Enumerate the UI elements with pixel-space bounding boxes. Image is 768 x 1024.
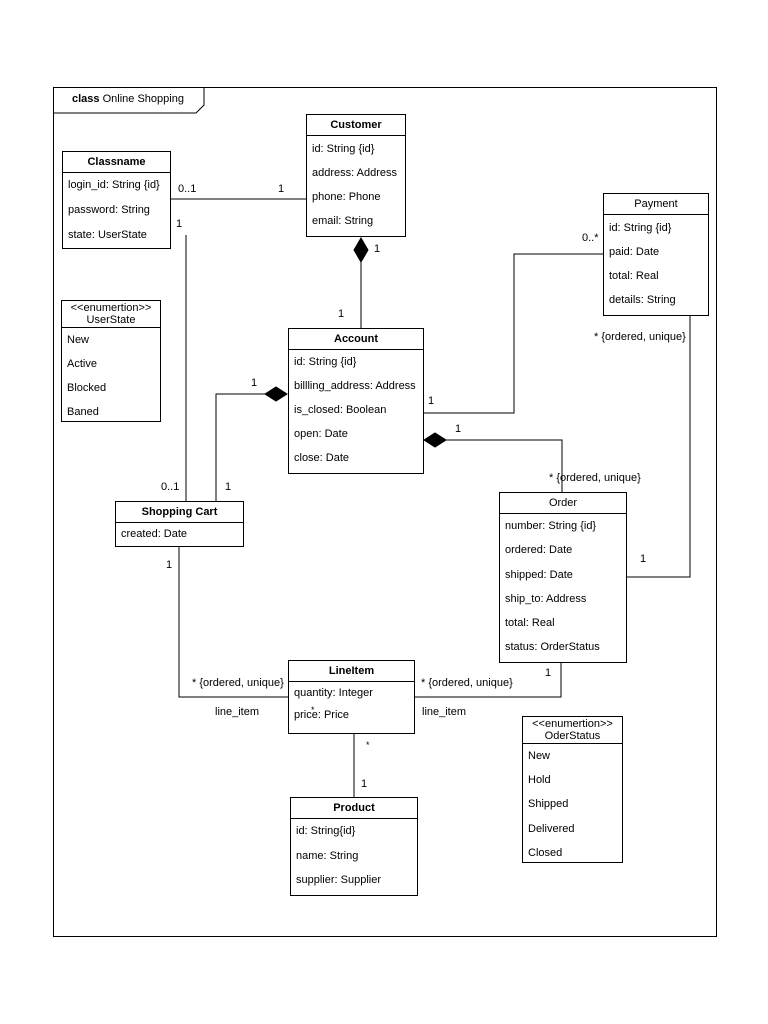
assoc-cart-lineitem bbox=[178, 547, 288, 698]
enum-value: Blocked bbox=[67, 382, 107, 394]
attribute: id: String {id} bbox=[294, 356, 357, 368]
multiplicity-label: 1 bbox=[225, 481, 232, 493]
enum-oderstatus[interactable]: <<enumertion>> OderStatus New Hold Shipp… bbox=[522, 716, 623, 863]
assoc-order-payment bbox=[626, 316, 691, 578]
class-shopping-cart[interactable]: Shopping Cart created: Date bbox=[115, 501, 244, 547]
attribute: phone: Phone bbox=[312, 191, 381, 203]
multiplicity-label: * {ordered, unique} bbox=[549, 472, 641, 484]
frame-name: Online Shopping bbox=[102, 93, 184, 105]
multiplicity-label: * {ordered, unique} bbox=[192, 677, 284, 689]
class-name: Shopping Cart bbox=[116, 502, 243, 523]
enum-name: OderStatus bbox=[544, 730, 601, 742]
class-name: LineItem bbox=[289, 661, 414, 682]
role-label: line_item bbox=[215, 706, 260, 718]
attribute: email: String bbox=[312, 215, 374, 227]
class-classname[interactable]: Classname login_id: String {id} password… bbox=[62, 151, 171, 249]
composition-diamond-customer bbox=[353, 237, 369, 263]
class-name: Payment bbox=[604, 194, 708, 215]
multiplicity-label: * bbox=[311, 705, 315, 715]
attribute: open: Date bbox=[294, 428, 348, 440]
assoc-account-cart bbox=[215, 393, 265, 502]
stereotype: <<enumertion>> bbox=[70, 302, 152, 314]
attribute: ordered: Date bbox=[505, 544, 573, 557]
class-name: Product bbox=[291, 798, 417, 819]
enum-header: <<enumertion>> UserState bbox=[62, 301, 160, 328]
class-name: Account bbox=[289, 329, 423, 350]
enum-value: New bbox=[528, 750, 551, 762]
enum-value: Hold bbox=[528, 774, 551, 787]
multiplicity-label: 1 bbox=[545, 667, 552, 679]
diagram-frame bbox=[53, 87, 717, 937]
multiplicity-label: 1 bbox=[455, 423, 462, 435]
multiplicity-label: 1 bbox=[176, 218, 183, 230]
multiplicity-label: * {ordered, unique} bbox=[594, 331, 686, 343]
attribute: address: Address bbox=[312, 167, 397, 179]
class-name: Order bbox=[500, 493, 626, 514]
class-product[interactable]: Product id: String{id} name: String supp… bbox=[290, 797, 418, 896]
attribute: ship_to: Address bbox=[505, 592, 587, 605]
multiplicity-label: 0..* bbox=[582, 232, 599, 244]
class-name: Customer bbox=[307, 115, 405, 136]
enum-header: <<enumertion>> OderStatus bbox=[523, 717, 622, 744]
attribute: is_closed: Boolean bbox=[294, 404, 387, 416]
attribute: number: String {id} bbox=[505, 520, 597, 532]
stereotype: <<enumertion>> bbox=[532, 718, 613, 730]
frame-title: class Online Shopping bbox=[72, 93, 184, 105]
frame-tab bbox=[53, 87, 205, 114]
attribute: name: String bbox=[296, 849, 359, 862]
attribute: price: Price bbox=[294, 709, 350, 721]
enum-value: Baned bbox=[67, 406, 99, 418]
enum-value: Shipped bbox=[528, 798, 569, 811]
multiplicity-label: 1 bbox=[166, 559, 173, 571]
attribute: state: UserState bbox=[68, 229, 147, 241]
attribute: supplier: Supplier bbox=[296, 874, 381, 886]
class-name: Classname bbox=[63, 152, 170, 173]
class-customer[interactable]: Customer id: String {id} address: Addres… bbox=[306, 114, 406, 237]
attribute: quantity: Integer bbox=[294, 687, 373, 699]
attribute: close: Date bbox=[294, 452, 350, 464]
multiplicity-label: 1 bbox=[278, 183, 285, 195]
multiplicity-label: 1 bbox=[251, 377, 258, 389]
frame-keyword: class bbox=[72, 93, 100, 105]
multiplicity-label: 1 bbox=[428, 395, 435, 407]
multiplicity-label: 1 bbox=[338, 308, 345, 320]
enum-value: Active bbox=[67, 358, 97, 370]
attribute: password: String bbox=[68, 204, 150, 216]
multiplicity-label: 1 bbox=[374, 243, 381, 255]
assoc-lineitem-order bbox=[414, 662, 562, 698]
attribute: total: Real bbox=[505, 617, 555, 630]
attribute: paid: Date bbox=[609, 246, 660, 258]
attribute: created: Date bbox=[121, 528, 188, 540]
attribute: total: Real bbox=[609, 270, 659, 282]
class-account[interactable]: Account id: String {id} billling_address… bbox=[288, 328, 424, 474]
multiplicity-label: * bbox=[366, 740, 370, 750]
composition-diamond-account-order bbox=[423, 432, 447, 448]
class-order[interactable]: Order number: String {id} ordered: Date … bbox=[499, 492, 627, 663]
attribute: status: OrderStatus bbox=[505, 641, 600, 654]
assoc-account-payment bbox=[424, 253, 604, 414]
enum-value: Delivered bbox=[528, 822, 575, 835]
enum-value: New bbox=[67, 334, 90, 346]
enum-name: UserState bbox=[86, 314, 136, 326]
assoc-account-order bbox=[446, 439, 563, 493]
attribute: id: String{id} bbox=[296, 825, 356, 837]
attribute: id: String {id} bbox=[609, 222, 672, 234]
multiplicity-label: * {ordered, unique} bbox=[421, 677, 513, 689]
class-payment[interactable]: Payment id: String {id} paid: Date total… bbox=[603, 193, 709, 316]
attribute: login_id: String {id} bbox=[68, 179, 160, 191]
multiplicity-label: 1 bbox=[640, 553, 647, 565]
attribute: billling_address: Address bbox=[294, 380, 416, 392]
multiplicity-label: 0..1 bbox=[161, 481, 180, 493]
attribute: details: String bbox=[609, 294, 676, 306]
enum-value: Closed bbox=[528, 846, 563, 859]
attribute: shipped: Date bbox=[505, 568, 573, 581]
class-lineitem[interactable]: LineItem quantity: Integer price: Price bbox=[288, 660, 415, 734]
multiplicity-label: 1 bbox=[361, 778, 368, 790]
enum-userstate[interactable]: <<enumertion>> UserState New Active Bloc… bbox=[61, 300, 161, 422]
multiplicity-label: 0..1 bbox=[178, 183, 197, 195]
role-label: line_item bbox=[422, 706, 467, 718]
attribute: id: String {id} bbox=[312, 143, 375, 155]
composition-diamond-account-cart bbox=[264, 386, 288, 402]
